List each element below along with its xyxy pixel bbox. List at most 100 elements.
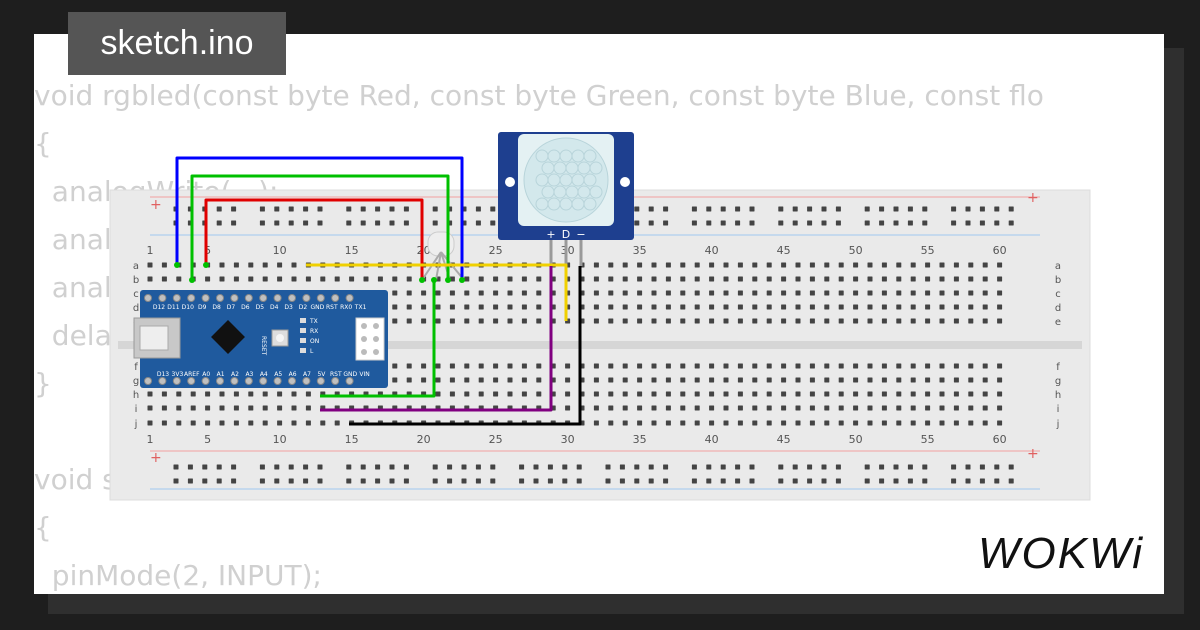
code-editor: void rgbled(const byte Red, const byte G… [34, 72, 1044, 600]
breadboard-hole [910, 304, 916, 310]
breadboard-hole [723, 290, 729, 296]
breadboard-hole [838, 318, 844, 324]
breadboard-hole [608, 405, 614, 411]
arduino-pin [187, 377, 196, 385]
arduino-pin-label: RX0 [340, 304, 352, 311]
file-tab[interactable]: sketch.ino [68, 12, 286, 75]
usb-port [139, 325, 169, 351]
breadboard-hole [997, 377, 1003, 383]
breadboard-hole [262, 262, 268, 268]
breadboard-hole [968, 304, 974, 310]
breadboard-hole [795, 363, 801, 369]
rail-hole [807, 220, 813, 226]
breadboard-hole [449, 377, 455, 383]
rail-hole [879, 220, 885, 226]
breadboard-hole [737, 318, 743, 324]
rail-hole [691, 206, 697, 212]
breadboard-hole [939, 262, 945, 268]
breadboard-hole [493, 318, 499, 324]
breadboard-hole [824, 377, 830, 383]
rail-hole [965, 478, 971, 484]
rail-hole [187, 478, 193, 484]
breadboard-hole [709, 290, 715, 296]
breadboard-hole [867, 363, 873, 369]
arduino-pin-label: A6 [289, 371, 297, 378]
row-letter: f [134, 362, 138, 373]
wire-endpoint [203, 262, 209, 268]
rail-hole [432, 206, 438, 212]
breadboard-hole [680, 377, 686, 383]
breadboard-hole [766, 276, 772, 282]
breadboard-hole [809, 405, 815, 411]
breadboard-hole [809, 391, 815, 397]
rail-hole [519, 464, 525, 470]
rail-hole [490, 220, 496, 226]
breadboard-hole [147, 391, 153, 397]
breadboard-hole [694, 363, 700, 369]
breadboard-hole [838, 391, 844, 397]
rail-hole [821, 478, 827, 484]
column-number: 40 [705, 244, 719, 257]
rail-hole [346, 464, 352, 470]
code-line: pinMode(2, INPUT); [34, 559, 322, 592]
rail-hole [346, 206, 352, 212]
pir-mount-hole [620, 177, 630, 187]
rail-hole [720, 464, 726, 470]
rail-hole [749, 206, 755, 212]
rail-hole [216, 220, 222, 226]
breadboard-hole [752, 420, 758, 426]
breadboard-hole [723, 377, 729, 383]
breadboard-hole [449, 304, 455, 310]
breadboard-hole [176, 420, 182, 426]
breadboard-hole [795, 377, 801, 383]
breadboard-hole [766, 318, 772, 324]
breadboard-hole [982, 363, 988, 369]
rail-hole [317, 464, 323, 470]
breadboard-hole [709, 363, 715, 369]
breadboard-hole [953, 290, 959, 296]
breadboard-hole [968, 377, 974, 383]
breadboard-hole [982, 391, 988, 397]
breadboard-hole [161, 262, 167, 268]
breadboard-hole [680, 262, 686, 268]
breadboard-hole [881, 405, 887, 411]
breadboard-hole [349, 276, 355, 282]
breadboard-hole [824, 391, 830, 397]
rail-hole [735, 464, 741, 470]
rail-hole [303, 220, 309, 226]
breadboard-hole [507, 391, 513, 397]
arduino-pin [187, 294, 196, 302]
breadboard-hole [521, 377, 527, 383]
rail-hole [778, 464, 784, 470]
breadboard-hole [838, 290, 844, 296]
rail-hole [706, 206, 712, 212]
rail-hole [778, 478, 784, 484]
breadboard-hole [795, 262, 801, 268]
arduino-pin [288, 294, 296, 302]
rail-hole [835, 206, 841, 212]
breadboard-hole [925, 391, 931, 397]
arduino-pin-label: A3 [245, 371, 253, 378]
breadboard-hole [593, 262, 599, 268]
column-number: 55 [921, 244, 935, 257]
rail-hole [864, 206, 870, 212]
column-number: 10 [273, 433, 287, 446]
arduino-pin-label: A5 [274, 371, 282, 378]
wire-endpoint [419, 277, 425, 283]
breadboard-hole [651, 276, 657, 282]
breadboard-hole [723, 304, 729, 310]
breadboard-hole [421, 290, 427, 296]
breadboard-hole [925, 262, 931, 268]
rail-hole [432, 220, 438, 226]
arduino-pin [144, 294, 152, 302]
row-letter: e [1055, 317, 1061, 328]
breadboard-hole [939, 420, 945, 426]
rail-hole [864, 478, 870, 484]
rail-hole [389, 220, 395, 226]
arduino-pin [259, 377, 268, 385]
breadboard-hole [651, 290, 657, 296]
rail-hole [965, 220, 971, 226]
rail-hole [447, 478, 453, 484]
breadboard-hole [709, 420, 715, 426]
